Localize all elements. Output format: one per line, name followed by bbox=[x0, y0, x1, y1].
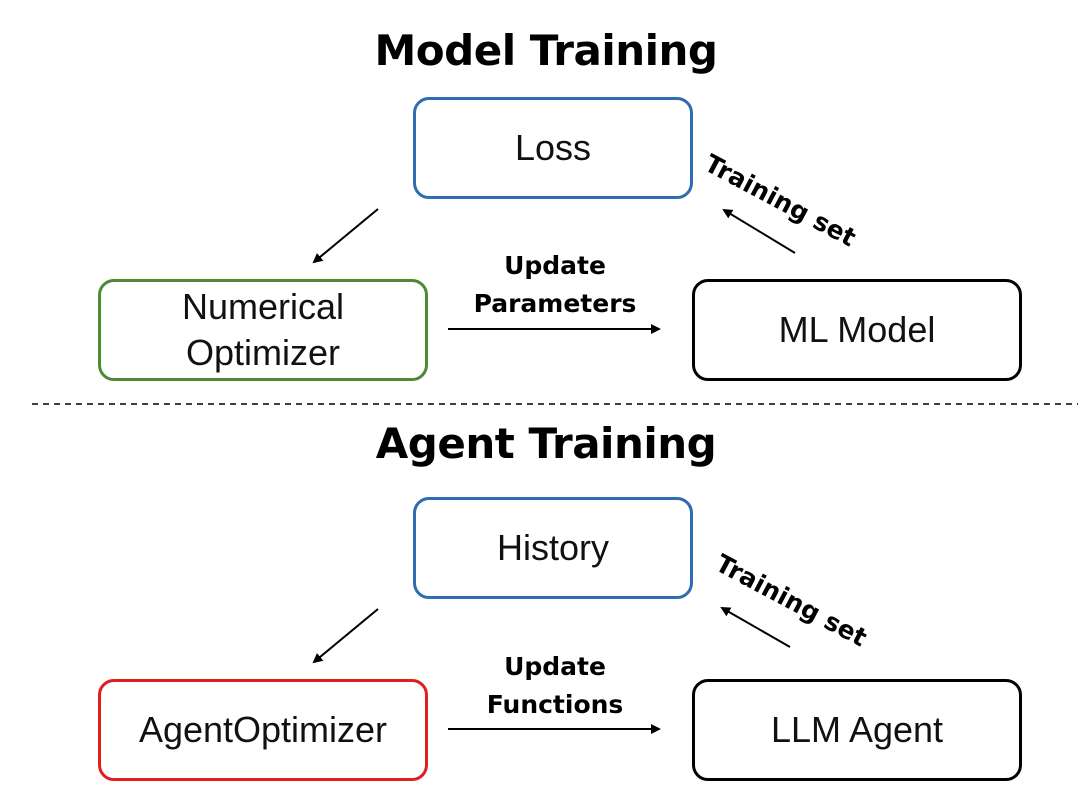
update-functions-label: Update Functions bbox=[440, 648, 670, 724]
loss-box: Loss bbox=[413, 97, 693, 199]
agent-optimizer-box: AgentOptimizer bbox=[98, 679, 428, 781]
update-parameters-line2: Parameters bbox=[473, 289, 637, 318]
history-label: History bbox=[496, 527, 609, 568]
llm-agent-box: LLM Agent bbox=[692, 679, 1022, 781]
history-to-agent-optimizer-arrow bbox=[312, 608, 379, 664]
history-box: History bbox=[413, 497, 693, 599]
model-to-loss-arrow bbox=[722, 208, 796, 254]
numerical-optimizer-label-line2: Optimizer bbox=[185, 332, 340, 373]
numerical-optimizer-label-line1: Numerical bbox=[181, 286, 345, 327]
agent-optimizer-label: AgentOptimizer bbox=[138, 709, 388, 750]
llm-agent-label: LLM Agent bbox=[770, 709, 944, 750]
loss-to-optimizer-arrow bbox=[312, 208, 379, 264]
update-parameters-label: Update Parameters bbox=[440, 247, 670, 323]
ml-model-label: ML Model bbox=[778, 309, 936, 350]
ml-model-box: ML Model bbox=[692, 279, 1022, 381]
agent-training-title: Agent Training bbox=[375, 419, 717, 468]
update-functions-line1: Update bbox=[504, 652, 606, 681]
loss-label: Loss bbox=[514, 127, 592, 168]
numerical-optimizer-box: Numerical Optimizer bbox=[98, 279, 428, 381]
update-parameters-line1: Update bbox=[504, 251, 606, 280]
model-training-title: Model Training bbox=[374, 26, 718, 75]
llm-to-history-arrow bbox=[720, 607, 791, 648]
update-functions-line2: Functions bbox=[486, 690, 624, 719]
